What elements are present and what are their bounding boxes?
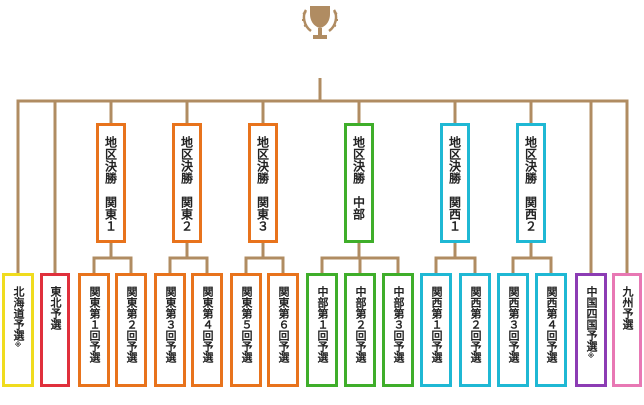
prelim-label: 中国四国予選※ bbox=[585, 286, 598, 360]
prelim-chubu-3: 中部第３回予選 bbox=[382, 273, 414, 387]
prelim-label: 中部第３回予選 bbox=[392, 286, 405, 363]
prelim-label: 関西第２回予選 bbox=[469, 286, 482, 363]
prelim-label: 関東第３回予選 bbox=[164, 286, 177, 363]
prelim-label: 北海道予選※ bbox=[12, 286, 25, 349]
prelim-label: 関東第２回予選 bbox=[125, 286, 138, 363]
prelim-label: 九州予選 bbox=[621, 286, 634, 330]
prelim-label: 中部第１回予選 bbox=[316, 286, 329, 363]
prelim-chubu-2: 中部第２回予選 bbox=[344, 273, 376, 387]
prelim-kanto-3: 関東第３回予選 bbox=[154, 273, 186, 387]
region-final-label: 地区決勝 関西２ bbox=[523, 136, 538, 232]
region-final-label: 地区決勝 関東１ bbox=[103, 136, 118, 232]
prelim-kansai-1: 関西第１回予選 bbox=[420, 273, 452, 387]
trophy-icon bbox=[302, 6, 338, 39]
region-final-kanto1: 地区決勝 関東１ bbox=[96, 123, 126, 243]
prelim-note: ※ bbox=[14, 341, 22, 349]
prelim-kanto-2: 関東第２回予選 bbox=[115, 273, 147, 387]
prelim-label: 関西第１回予選 bbox=[430, 286, 443, 363]
prelim-label: 東北予選 bbox=[49, 286, 62, 330]
region-final-label: 地区決勝 中部 bbox=[351, 136, 366, 220]
prelim-kanto-4: 関東第４回予選 bbox=[191, 273, 223, 387]
prelim-kyushu: 九州予選 bbox=[612, 273, 642, 387]
prelim-kanto-1: 関東第１回予選 bbox=[78, 273, 110, 387]
prelim-kanto-5: 関東第５回予選 bbox=[230, 273, 262, 387]
region-final-label: 地区決勝 関東２ bbox=[179, 136, 194, 232]
prelim-label: 関西第４回予選 bbox=[545, 286, 558, 363]
region-final-kanto3: 地区決勝 関東３ bbox=[248, 123, 278, 243]
prelim-tohoku: 東北予選 bbox=[40, 273, 70, 387]
region-final-kansai2: 地区決勝 関西２ bbox=[516, 123, 546, 243]
prelim-kansai-2: 関西第２回予選 bbox=[459, 273, 491, 387]
region-final-kanto2: 地区決勝 関東２ bbox=[172, 123, 202, 243]
region-final-label: 地区決勝 関東３ bbox=[255, 136, 270, 232]
prelim-kansai-4: 関西第４回予選 bbox=[535, 273, 567, 387]
prelim-hokkaido: 北海道予選※ bbox=[2, 273, 34, 387]
region-final-kansai1: 地区決勝 関西１ bbox=[440, 123, 470, 243]
region-final-chubu: 地区決勝 中部 bbox=[344, 123, 374, 243]
prelim-kansai-3: 関西第３回予選 bbox=[497, 273, 529, 387]
region-final-label: 地区決勝 関西１ bbox=[447, 136, 462, 232]
prelim-label: 関西第３回予選 bbox=[507, 286, 520, 363]
prelim-label: 関東第５回予選 bbox=[240, 286, 253, 363]
prelim-note: ※ bbox=[587, 352, 595, 360]
prelim-chugoku: 中国四国予選※ bbox=[575, 273, 607, 387]
prelim-label: 関東第４回予選 bbox=[201, 286, 214, 363]
prelim-chubu-1: 中部第１回予選 bbox=[306, 273, 338, 387]
prelim-label: 中部第２回予選 bbox=[354, 286, 367, 363]
prelim-kanto-6: 関東第６回予選 bbox=[267, 273, 299, 387]
prelim-label: 関東第１回予選 bbox=[88, 286, 101, 363]
prelim-label: 関東第６回予選 bbox=[277, 286, 290, 363]
